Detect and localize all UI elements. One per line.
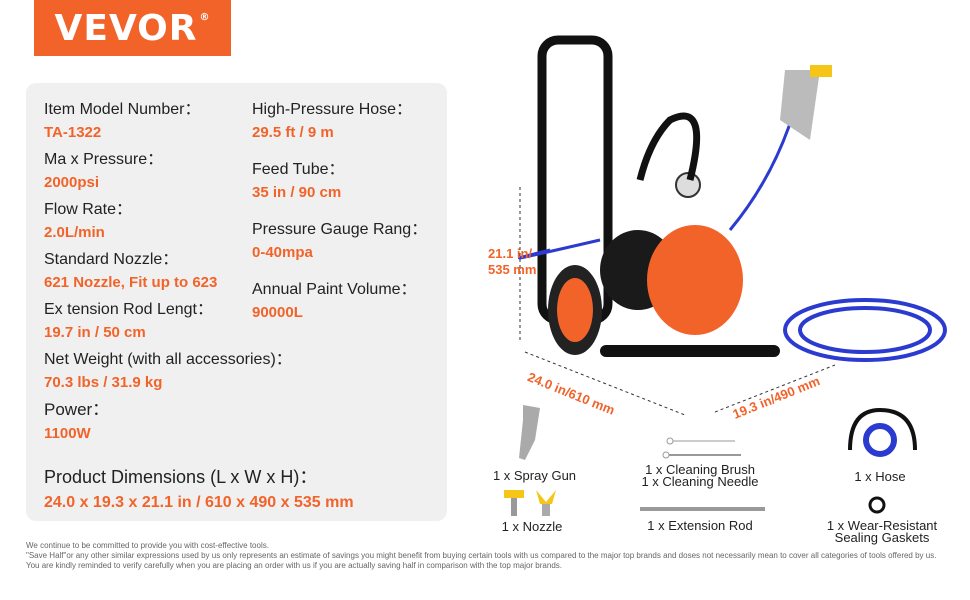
spec-pressure: Ma x Pressure： 2000psi	[44, 145, 163, 191]
cleaning-brush-icon	[662, 437, 741, 459]
extension-rod-icon	[640, 507, 765, 511]
logo-text: VEVOR	[54, 7, 198, 49]
spec-value: 0-40mpa	[252, 244, 313, 261]
spec-power: Power： 1100W	[44, 395, 109, 442]
spray-gun-icon	[519, 405, 540, 460]
spec-gauge: Pressure Gauge Rang： 0-40mpa	[252, 215, 427, 261]
gasket-icon	[868, 496, 886, 514]
spec-value: 24.0 x 19.3 x 21.1 in / 610 x 490 x 535 …	[44, 494, 354, 511]
spec-label: Pressure Gauge Rang：	[252, 221, 428, 238]
paint-sprayer-image	[518, 35, 947, 416]
spec-dimensions: Product Dimensions (L x W x H)： 24.0 x 19…	[44, 463, 354, 512]
spec-flow: Flow Rate： 2.0L/min	[44, 195, 132, 241]
spec-label: Standard Nozzle：	[44, 251, 179, 268]
disclaimer: We continue to be committed to provide y…	[26, 541, 961, 571]
spec-value: 2000psi	[44, 174, 100, 191]
spec-label: Power：	[44, 400, 110, 419]
gasket-label-2: Sealing Gaskets	[834, 530, 930, 545]
spray-gun-label: 1 x Spray Gun	[492, 468, 577, 483]
spec-label: Product Dimensions (L x W x H)：	[44, 467, 318, 487]
spec-label: Net Weight (with all accessories)：	[44, 351, 292, 368]
spec-label: Ex tension Rod Lengt：	[44, 301, 213, 318]
spec-value: 35 in / 90 cm	[252, 184, 342, 201]
spec-value: TA-1322	[44, 124, 102, 141]
spec-value: 90000L	[252, 304, 303, 321]
spec-weight: Net Weight (with all accessories)： 70.3 l…	[44, 345, 292, 391]
spec-label: Item Model Number：	[44, 101, 201, 118]
spec-rod: Ex tension Rod Lengt： 19.7 in / 50 cm	[44, 295, 213, 341]
nozzle-icon	[504, 490, 556, 516]
gasket-label: 1 x Wear-Resistant	[826, 518, 938, 533]
spec-label: Flow Rate：	[44, 201, 133, 218]
spec-nozzle: Standard Nozzle： 621 Nozzle, Fit up to 62…	[44, 245, 217, 291]
registered-mark: ®	[199, 12, 211, 23]
hose-icon	[848, 407, 917, 457]
cleaning-brush-label: 1 x Cleaning Brush	[645, 462, 755, 477]
extension-rod-label: 1 x Extension Rod	[647, 518, 753, 533]
spec-value: 621 Nozzle, Fit up to 623	[44, 274, 218, 291]
disclaimer-line: You are kindly reminded to verify carefu…	[26, 561, 562, 570]
spec-value: 19.7 in / 50 cm	[44, 324, 146, 341]
spec-model: Item Model Number： TA-1322	[44, 95, 201, 141]
spec-hose: High-Pressure Hose： 29.5 ft / 9 m	[252, 95, 412, 141]
spec-value: 70.3 lbs / 31.9 kg	[44, 374, 163, 391]
cleaning-needle-label: 1 x Cleaning Needle	[641, 474, 759, 489]
disclaimer-line: We continue to be committed to provide y…	[26, 541, 269, 550]
nozzle-label: 1 x Nozzle	[501, 519, 563, 534]
spec-label: Ma x Pressure：	[44, 151, 164, 168]
spec-panel: Item Model Number： TA-1322 Ma x Pressure：…	[26, 83, 447, 521]
vevor-logo: VEVOR®	[34, 0, 231, 56]
spec-label: High-Pressure Hose：	[252, 101, 413, 118]
spec-annual-volume: Annual Paint Volume： 90000L	[252, 275, 417, 321]
spec-label: Annual Paint Volume：	[252, 281, 417, 298]
height-dimension-label: 21.1 in/ 535 mm	[488, 246, 537, 277]
spec-value: 29.5 ft / 9 m	[252, 124, 334, 141]
disclaimer-line: "Save Half"or any other similar expressi…	[26, 551, 937, 560]
spec-value: 2.0L/min	[44, 224, 105, 241]
spec-value: 1100W	[44, 425, 91, 442]
spec-label: Feed Tube：	[252, 161, 345, 178]
hose-label: 1 x Hose	[854, 469, 906, 484]
spec-feed-tube: Feed Tube： 35 in / 90 cm	[252, 155, 345, 201]
